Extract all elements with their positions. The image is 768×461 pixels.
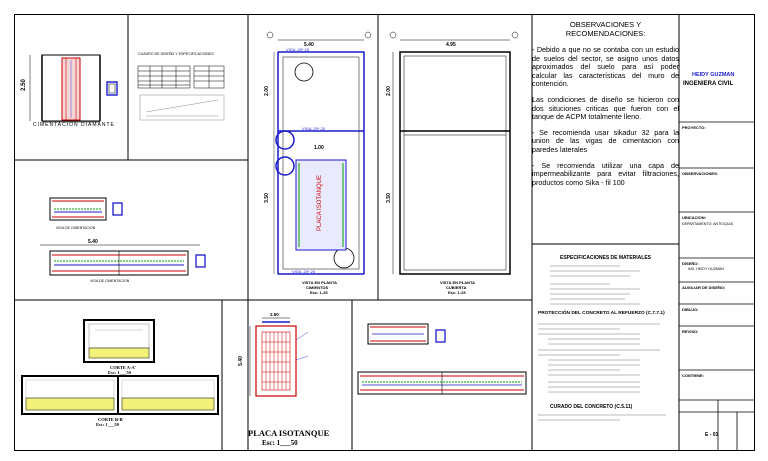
observacion-item: Las condiciones de diseño se hicieron co… — [532, 94, 679, 122]
plan2-title: VISTA EN PLANTA — [440, 280, 476, 285]
plan1-title: VISTA EN PLANTA — [302, 280, 338, 285]
plan-foundation — [266, 31, 372, 275]
slab-scale: Esc: 1___50 — [262, 439, 298, 447]
plan1-width: 5.40 — [304, 42, 314, 48]
ubicacion-value: DEPARTAMENTO: ANTIOQUIA — [682, 222, 733, 226]
slab-isotank — [249, 317, 309, 397]
plan1-viga-top: VIGA .20*.20 — [286, 47, 310, 52]
sheet-number: E - 01 — [705, 432, 719, 438]
observacion-item: - Se recomienda utilizar una capa de imp… — [532, 160, 679, 187]
section-aa-scale: Esc: 1___50 — [108, 370, 131, 375]
slab-width: 2.50 — [270, 312, 279, 317]
observaciones-list: - Debido a que no se contaba con un estu… — [532, 45, 679, 194]
beam-section-1 — [49, 197, 123, 221]
observacion-item: - Se recomienda usar sikadur 32 para la … — [532, 127, 679, 154]
beam-section-2 — [40, 244, 206, 276]
plan2-scale: Esc: 1-25 — [448, 290, 466, 295]
plan1-side-dim-2: 3.50 — [263, 193, 270, 203]
section-aa — [83, 319, 155, 363]
plan-roof — [389, 31, 519, 275]
beam-section-1-label: VIGA DE CIMENTACION — [56, 226, 96, 230]
slab-height: 5.40 — [237, 356, 244, 366]
observaciones-tb-label: OBSERVACIONES: — [682, 171, 719, 176]
beam-dim: 5.40 — [88, 239, 98, 245]
schedule-title: CUADRO DE DISEÑO Y ESPECIFICACIONES — [138, 52, 214, 56]
plan2-dim-1: 2.00 — [385, 86, 392, 96]
section-aa-title: CORTE A-A' — [110, 365, 136, 370]
ubicacion-label: UBICACION: — [682, 215, 706, 220]
diseno-label: DISEÑO: — [682, 261, 699, 266]
plan1-dim-inner: 1.00 — [314, 145, 324, 151]
specs-title: ESPECIFICACIONES DE MATERIALES — [559, 255, 652, 261]
plan1-isotank-label: PLACA ISOTANQUE — [316, 175, 323, 231]
plan1-subtitle: CIMIENTOS — [306, 285, 329, 290]
drawing-sheet-border — [14, 14, 755, 451]
proyecto-label: PROYECTO: — [682, 125, 706, 130]
author-name: HEIDY GUZMAN — [692, 72, 735, 78]
proteccion-title: PROTECCIÓN DEL CONCRETO AL REFUERZO (C.7… — [538, 311, 665, 316]
schedule-tables — [137, 65, 225, 121]
plan1-viga-bottom: VIGA .20*.20 — [292, 269, 316, 274]
footing-detail — [29, 54, 118, 123]
auxiliar-label: AUXILIAR DE DISEÑO: — [682, 285, 726, 290]
contiene-label: CONTIENE: — [682, 373, 704, 378]
observaciones-title: OBSERVACIONES Y RECOMENDACIONES: — [565, 20, 646, 38]
footing-label: CIMENTACION DIAMANTE — [33, 122, 115, 128]
plan2-width: 4.95 — [446, 42, 456, 48]
observacion-item: - Debido a que no se contaba con un estu… — [532, 45, 679, 89]
footing-dim: 2.50 — [20, 79, 27, 91]
plan1-scale: Esc: 1-25 — [310, 290, 328, 295]
beam-detail-bottom — [357, 323, 527, 395]
plan2-subtitle: CUBIERTA — [446, 285, 467, 290]
diseno-value: ING. HEIDY GUZMAN — [688, 267, 724, 271]
curado-title: CURADO DEL CONCRETO (C.5.11) — [550, 404, 633, 410]
plan1-side-dim: 2.00 — [263, 86, 270, 96]
reviso-label: REVISO: — [682, 329, 699, 334]
title-block-grid — [679, 121, 755, 451]
plan1-viga-mid: VIGA .20*.20 — [302, 126, 326, 131]
specs-text-lines — [538, 265, 666, 421]
section-bb — [21, 375, 219, 415]
slab-title: PLACA ISOTANQUE — [248, 428, 330, 438]
author-profession: INGENIERA CIVIL — [683, 81, 734, 87]
section-bb-scale: Esc: 1___50 — [96, 422, 119, 427]
plan2-dim-2: 3.50 — [385, 193, 392, 203]
beam-section-2-label: VIGA DE CIMENTACION — [90, 279, 130, 283]
dibujo-label: DIBUJO: — [682, 307, 699, 312]
section-bb-title: CORTE B-B' — [98, 417, 124, 422]
